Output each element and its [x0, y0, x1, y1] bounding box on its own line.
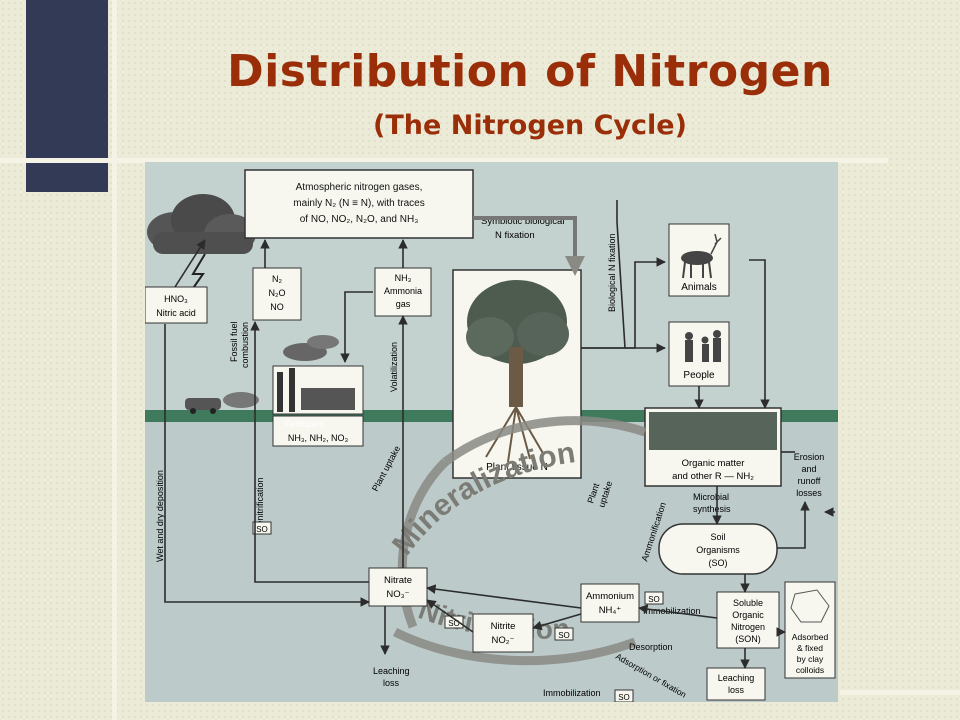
- storm-cloud-icon: [147, 194, 256, 254]
- volatilization-label: Volatilization: [389, 342, 399, 392]
- nitrogen-cycle-diagram: Atmospheric nitrogen gases, mainly N₂ (N…: [144, 162, 838, 703]
- microbial-synthesis-line-1: Microbial: [693, 492, 729, 502]
- svg-text:SO: SO: [448, 619, 460, 628]
- oxide-n2o: N₂O: [269, 288, 286, 298]
- symbiotic-fixation-line-2: N fixation: [495, 230, 535, 241]
- denitrification-label: Denitrification: [255, 477, 265, 532]
- desorption-label: Desorption: [629, 642, 673, 652]
- nitrite-box: Nitrite NO₂⁻: [472, 613, 534, 653]
- decorative-rule-horizontal-bottom: [840, 690, 960, 695]
- fertilizers-box: Fertilizers NH₃, NH₂, NO₃: [272, 415, 364, 447]
- nitric-acid-formula: HNO₃: [164, 294, 188, 304]
- people-box: People: [668, 321, 730, 387]
- plant-tissue-label: Plant tissue N: [486, 462, 548, 473]
- svg-text:Erosion: Erosion: [794, 452, 825, 462]
- diagram-canvas: Atmospheric nitrogen gases, mainly N₂ (N…: [144, 162, 838, 703]
- ammonia-label: Ammonia: [384, 286, 422, 296]
- leaching-loss-1-line-1: Leaching: [373, 666, 410, 676]
- soil-organisms-box: Soil Organisms (SO): [658, 523, 778, 575]
- connector-arrows: [164, 200, 835, 669]
- nitric-acid-label: Nitric acid: [156, 308, 196, 318]
- svg-text:runoff: runoff: [798, 476, 821, 486]
- biological-fixation-label: Biological N fixation: [607, 233, 617, 312]
- organic-matter-box: Organic matter and other R — NH₂: [644, 407, 782, 487]
- svg-text:Nitrate: Nitrate: [384, 575, 412, 586]
- svg-text:loss: loss: [728, 685, 745, 695]
- svg-text:Soil: Soil: [710, 532, 725, 542]
- atmosphere-line-3: of NO, NO₂, N₂O, and NH₃: [300, 214, 419, 225]
- organic-matter-line-2: and other R — NH₂: [672, 471, 754, 482]
- svg-text:losses: losses: [796, 488, 822, 498]
- ammonia-formula: NH₃: [395, 273, 412, 283]
- organic-matter-line-1: Organic matter: [682, 458, 745, 469]
- slide-subtitle: (The Nitrogen Cycle): [373, 110, 687, 141]
- svg-text:Organic: Organic: [732, 610, 764, 620]
- erosion-label: Erosion and runoff losses: [794, 452, 825, 498]
- nitric-acid-box: HNO₃ Nitric acid: [144, 286, 208, 324]
- svg-text:NO₂⁻: NO₂⁻: [492, 635, 515, 646]
- oxide-no: NO: [270, 302, 284, 312]
- immobilization-label-2: Immobilization: [543, 688, 601, 698]
- leaching-loss-1-line-2: loss: [383, 678, 400, 688]
- nitrate-box: Nitrate NO₃⁻: [368, 567, 428, 607]
- ammonia-gas-label: gas: [396, 299, 411, 309]
- fertilizer-forms-label: NH₃, NH₂, NO₃: [288, 433, 349, 443]
- nitrification-arc: [392, 627, 637, 666]
- svg-text:Ammonium: Ammonium: [586, 591, 634, 602]
- people-icon: [685, 330, 721, 362]
- svg-text:NO₃⁻: NO₃⁻: [386, 589, 409, 600]
- deer-icon: [681, 233, 722, 279]
- lightning-icon: [188, 253, 206, 295]
- decorative-rule-horizontal: [0, 158, 888, 163]
- son-box: Soluble Organic Nitrogen (SON): [716, 591, 780, 649]
- people-label: People: [683, 370, 715, 381]
- svg-text:Soluble: Soluble: [733, 598, 763, 608]
- car-icon: [185, 392, 259, 414]
- immobilization-label-1: Immobilization: [643, 606, 701, 616]
- svg-text:Organisms: Organisms: [696, 545, 740, 555]
- svg-text:SO: SO: [648, 595, 660, 604]
- tree-icon: [466, 280, 569, 463]
- symbiotic-fixation-line-1: Symbiotic biological: [481, 216, 564, 227]
- decorative-side-bar: [26, 0, 108, 192]
- factory-icon: [272, 335, 364, 415]
- animals-box: Animals: [668, 223, 730, 297]
- slide-title: Distribution of Nitrogen: [227, 46, 833, 97]
- atmospheric-gases-box: Atmospheric nitrogen gases, mainly N₂ (N…: [244, 169, 474, 239]
- mineralization-arc: [442, 416, 647, 466]
- oxide-n2: N₂: [272, 274, 282, 284]
- svg-text:SO: SO: [558, 631, 570, 640]
- svg-text:and: and: [801, 464, 816, 474]
- ammonium-box: Ammonium NH₄⁺: [580, 583, 640, 623]
- fossil-fuel-line-1: Fossil fuel: [229, 321, 239, 362]
- svg-text:Leaching: Leaching: [718, 673, 755, 683]
- svg-text:by clay: by clay: [797, 654, 824, 664]
- decorative-rule-vertical: [112, 0, 117, 720]
- svg-text:Adsorbed: Adsorbed: [792, 632, 829, 642]
- wet-dry-deposition-label: Wet and dry deposition: [155, 470, 165, 562]
- svg-text:Nitrogen: Nitrogen: [731, 622, 765, 632]
- fertilizers-label: Fertilizers: [285, 419, 325, 429]
- nitrogen-oxides-box: N₂ N₂O NO: [252, 267, 302, 321]
- svg-text:(SON): (SON): [735, 634, 761, 644]
- svg-text:SO: SO: [618, 693, 630, 702]
- atmosphere-line-1: Atmospheric nitrogen gases,: [296, 182, 423, 193]
- svg-text:& fixed: & fixed: [797, 643, 823, 653]
- atmosphere-line-2: mainly N₂ (N ≡ N), with traces: [293, 198, 424, 209]
- leaching-loss-box-2: Leaching loss: [706, 667, 766, 701]
- animals-label: Animals: [681, 282, 717, 293]
- so-tags: SO SO SO SO SO: [252, 521, 664, 703]
- svg-text:NH₄⁺: NH₄⁺: [599, 605, 622, 616]
- svg-text:Nitrite: Nitrite: [491, 621, 516, 632]
- svg-text:colloids: colloids: [796, 665, 824, 675]
- adsorbed-box: Adsorbed & fixed by clay colloids: [784, 581, 836, 679]
- svg-text:SO: SO: [256, 525, 268, 534]
- ammonia-gas-box: NH₃ Ammonia gas: [374, 267, 432, 317]
- microbial-synthesis-line-2: synthesis: [693, 504, 731, 514]
- svg-text:(SO): (SO): [709, 558, 728, 568]
- fossil-fuel-line-2: combustion: [240, 322, 250, 368]
